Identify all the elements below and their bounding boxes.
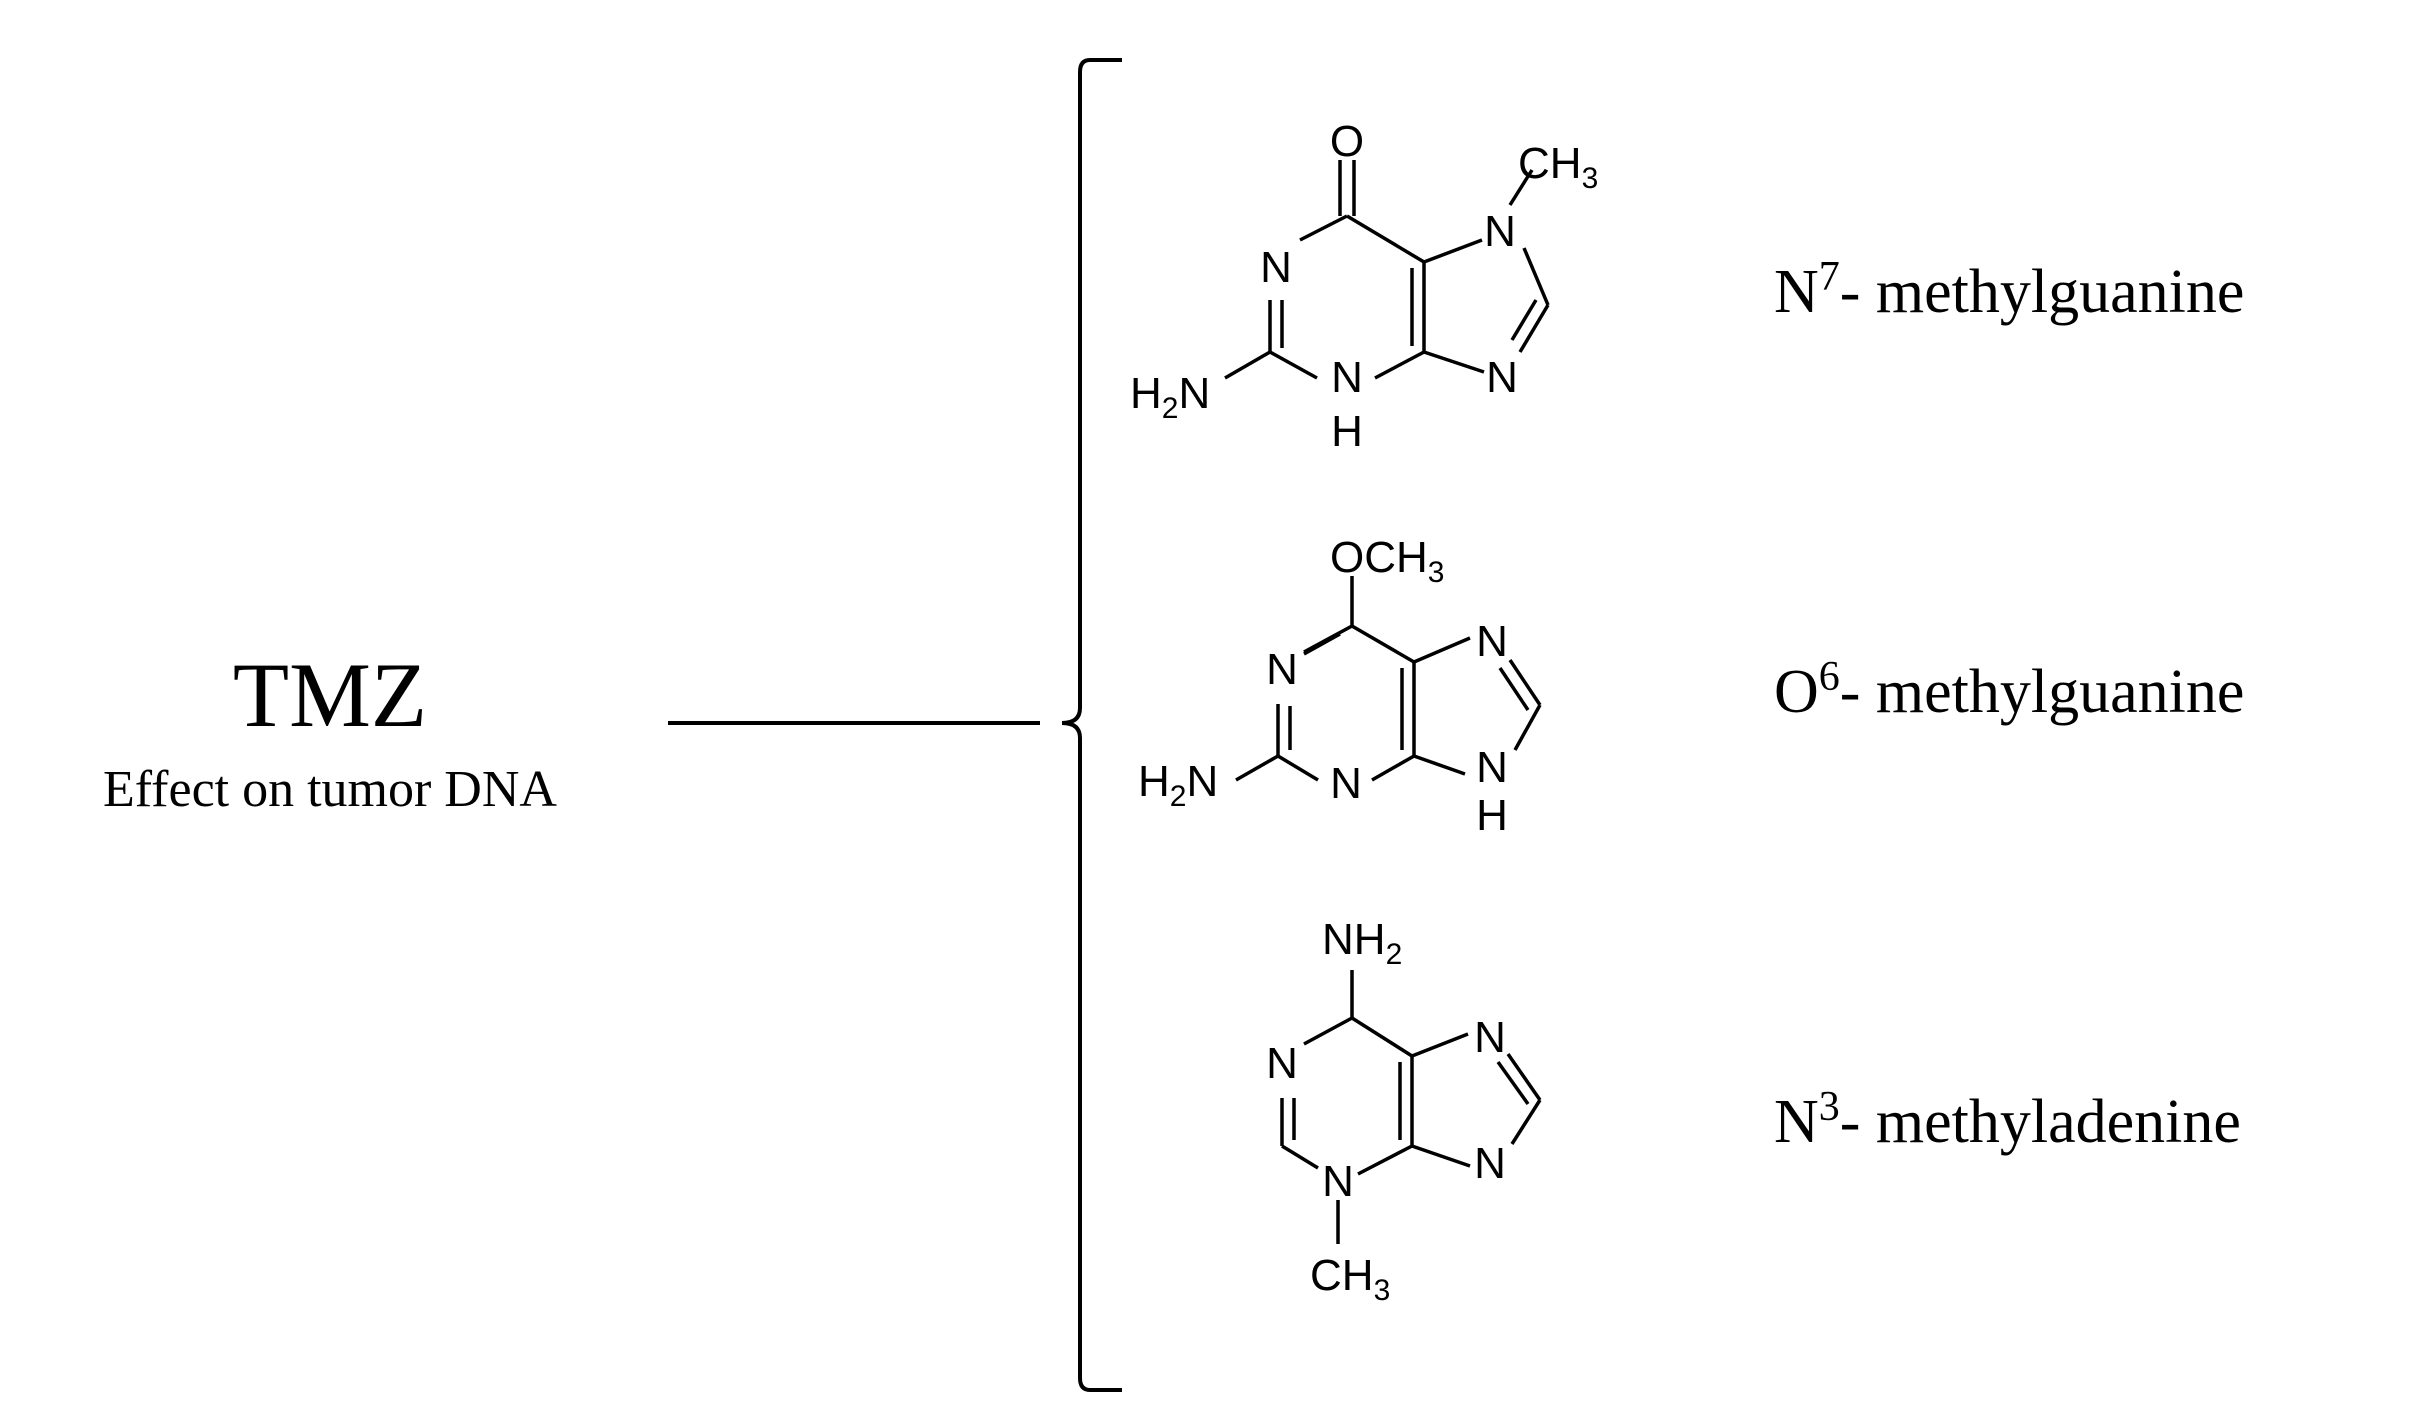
- label-h2n: H2N: [1138, 757, 1218, 813]
- curly-bracket: [1061, 58, 1122, 1392]
- label-ch3: CH3: [1310, 1251, 1390, 1307]
- atom-n7: N: [1476, 617, 1508, 666]
- atom-n1: N: [1266, 1039, 1298, 1088]
- label-h2n: H2N: [1130, 369, 1210, 425]
- product-label-n7-methylguanine: N7- methylguanine: [1774, 254, 2244, 326]
- label-nh2: NH2: [1322, 915, 1402, 971]
- product-label-n3-methyladenine: N3- methyladenine: [1774, 1084, 2241, 1156]
- atom-h: H: [1331, 407, 1363, 456]
- drug-name: TMZ: [233, 644, 427, 746]
- structure-n3-methyladenine: NH2 N N N N CH3: [1266, 915, 1542, 1307]
- atom-nh: N: [1331, 353, 1363, 402]
- atom-nh: N: [1476, 743, 1508, 792]
- atom-h: H: [1476, 791, 1508, 840]
- atom-n3: N: [1322, 1157, 1354, 1206]
- atom-n1: N: [1260, 243, 1292, 292]
- label-och3: OCH3: [1330, 533, 1444, 589]
- label-ch3: CH3: [1518, 139, 1598, 195]
- product-label-o6-methylguanine: O6- methylguanine: [1774, 654, 2244, 726]
- atom-n9: N: [1474, 1139, 1506, 1188]
- atom-n7: N: [1474, 1013, 1506, 1062]
- structure-n7-methylguanine: O CH3 N N N N H H2N: [1130, 117, 1598, 456]
- atom-n9: N: [1486, 353, 1518, 402]
- drug-subtitle: Effect on tumor DNA: [103, 761, 557, 818]
- atom-n1: N: [1266, 645, 1298, 694]
- atom-n7: N: [1484, 207, 1516, 256]
- bracket-connector: [668, 58, 1122, 1392]
- atom-n3: N: [1330, 759, 1362, 808]
- structure-o6-methylguanine: OCH3 N N N N H H2N: [1138, 533, 1542, 840]
- atom-o: O: [1330, 117, 1364, 166]
